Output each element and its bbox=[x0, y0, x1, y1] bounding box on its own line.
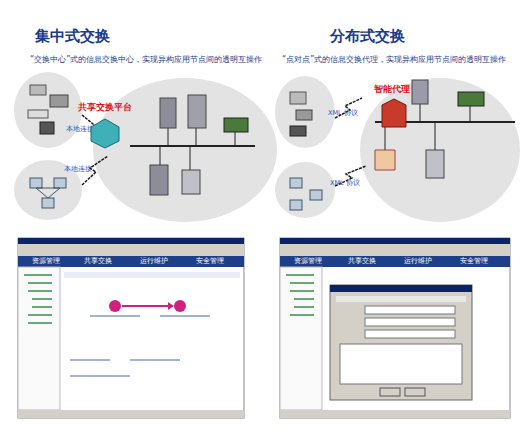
list-box bbox=[340, 344, 462, 384]
terminal-icon bbox=[30, 85, 46, 95]
bus-line bbox=[130, 145, 255, 147]
link-label: XML 协议 bbox=[330, 180, 360, 187]
tree-items bbox=[286, 275, 314, 315]
printer-icon bbox=[28, 110, 48, 118]
link-label: 本地连接 bbox=[64, 166, 92, 173]
window-frame bbox=[18, 238, 244, 418]
gray-area bbox=[275, 76, 335, 148]
left-screenshot bbox=[18, 238, 244, 418]
tree-items bbox=[24, 275, 52, 323]
tree-panel bbox=[18, 267, 60, 410]
right-panel-art bbox=[275, 76, 520, 222]
wire bbox=[470, 104, 471, 122]
server-icon bbox=[426, 150, 444, 178]
nav-tab: 共享交换 bbox=[348, 258, 376, 265]
panel-subtitle: “交换中心”式的信息交换中心，实现异构应用节点间的透明互操作 bbox=[30, 56, 262, 65]
server-icon bbox=[150, 165, 168, 195]
panel-title: 分布式交换 bbox=[330, 28, 405, 45]
flow-icon bbox=[109, 300, 121, 312]
nav-tab: 运行维护 bbox=[140, 258, 168, 265]
network-icon bbox=[290, 200, 302, 210]
nav-tab: 运行维护 bbox=[404, 258, 432, 265]
text-field bbox=[365, 330, 455, 338]
server-icon bbox=[160, 98, 176, 128]
right-screenshot bbox=[280, 238, 510, 418]
wire bbox=[190, 146, 191, 170]
gray-area bbox=[93, 78, 277, 222]
wire bbox=[160, 146, 161, 165]
nav-bar bbox=[18, 256, 244, 267]
device-icon bbox=[458, 92, 484, 106]
node-label: 智能代理 bbox=[360, 84, 424, 96]
nav-tab: 安全管理 bbox=[460, 258, 488, 265]
node-label: 共享交换平台 bbox=[70, 102, 140, 114]
gray-area bbox=[14, 72, 82, 148]
status-bar bbox=[280, 410, 510, 418]
computer-icon bbox=[290, 92, 306, 104]
nav-tab: 共享交换 bbox=[84, 258, 112, 265]
flow-icon bbox=[174, 300, 186, 312]
device-icon bbox=[224, 118, 248, 132]
phone-icon bbox=[40, 122, 54, 134]
left-panel-art bbox=[14, 72, 277, 222]
link-label: XML 协议 bbox=[328, 110, 358, 117]
network-icon bbox=[54, 178, 66, 188]
wire bbox=[168, 126, 169, 146]
network-icon bbox=[42, 198, 54, 208]
nav-tab: 资源管理 bbox=[32, 258, 60, 265]
smart-agent: 智能代理 bbox=[360, 84, 424, 131]
link-label: 本地连接 bbox=[66, 126, 94, 133]
status-bar bbox=[18, 410, 244, 418]
tree-panel bbox=[280, 267, 322, 410]
button bbox=[405, 388, 425, 396]
server-icon bbox=[188, 95, 206, 128]
dialog-title bbox=[330, 285, 472, 292]
text-field bbox=[365, 318, 455, 326]
dialog-header bbox=[336, 296, 466, 302]
agent-icon bbox=[372, 97, 412, 131]
network-icon bbox=[310, 190, 322, 200]
link-lines bbox=[70, 316, 210, 376]
exchange-platform: 共享交换平台 bbox=[70, 102, 140, 149]
flow-arrow bbox=[122, 305, 170, 307]
server-icon bbox=[412, 80, 428, 104]
server-icon bbox=[182, 170, 200, 194]
phone-icon bbox=[290, 126, 306, 136]
network-icon bbox=[30, 178, 42, 188]
dialog bbox=[330, 285, 472, 400]
network-lines bbox=[36, 188, 60, 198]
computer-icon bbox=[50, 95, 68, 107]
nav-tab: 安全管理 bbox=[196, 258, 224, 265]
title-bar bbox=[280, 238, 510, 244]
toolbar bbox=[280, 244, 510, 256]
platform-shape bbox=[91, 119, 119, 148]
window-frame bbox=[280, 238, 510, 418]
arrow-head bbox=[168, 302, 174, 310]
title-bar bbox=[18, 238, 244, 244]
nav-tab: 资源管理 bbox=[294, 258, 322, 265]
button bbox=[380, 388, 400, 396]
breadcrumb bbox=[64, 272, 240, 278]
wire bbox=[435, 122, 436, 150]
network-icon bbox=[290, 178, 302, 188]
gray-area bbox=[275, 162, 335, 218]
panel-title: 集中式交换 bbox=[35, 28, 110, 45]
computer-icon bbox=[296, 110, 312, 120]
wire bbox=[196, 126, 197, 146]
agent-icon bbox=[375, 150, 395, 170]
wire bbox=[420, 104, 421, 122]
gray-area bbox=[360, 78, 520, 222]
toolbar bbox=[18, 244, 244, 256]
panel-subtitle: “点对点”式的信息交换代理，实现异构应用节点间的透明互操作 bbox=[282, 56, 506, 65]
nav-bar bbox=[280, 256, 510, 267]
platform-icon bbox=[85, 115, 125, 149]
text-field bbox=[365, 306, 455, 314]
agent-shape bbox=[382, 99, 406, 127]
